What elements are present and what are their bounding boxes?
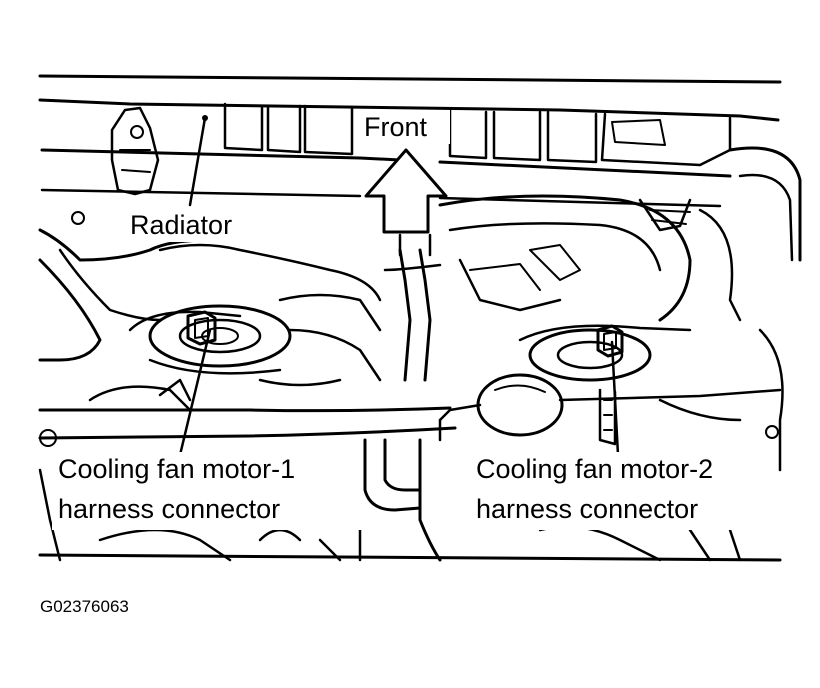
fan-motor-2-label-line1: Cooling fan motor-2 — [476, 454, 713, 484]
radiator-leader-line — [188, 116, 207, 207]
radiator-label: Radiator — [130, 210, 232, 240]
fan-motor-1-label-line1: Cooling fan motor-1 — [58, 454, 295, 484]
fan-motor-1-label-line2: harness connector — [58, 494, 280, 524]
fan-motor-2-label-line2: harness connector — [476, 494, 698, 524]
front-label: Front — [364, 112, 428, 142]
figure-id: G02376063 — [40, 597, 129, 616]
fan-motor-1-leader-line — [178, 328, 212, 457]
fan-motor-2-leader-line — [610, 340, 620, 457]
up-arrow-icon — [364, 148, 448, 234]
engine-bay-line-art — [38, 74, 802, 562]
